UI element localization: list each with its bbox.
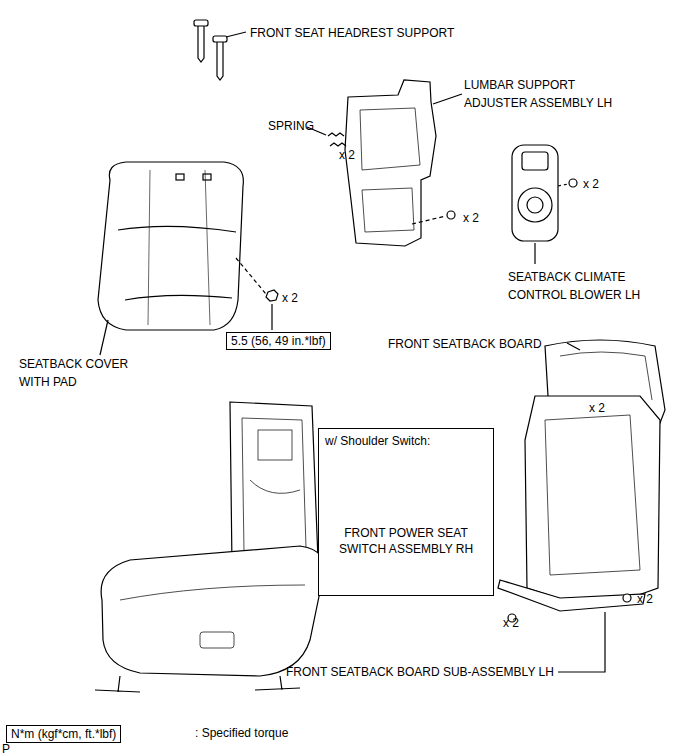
leader-line — [567, 343, 580, 350]
leader-line — [558, 612, 605, 672]
bolt — [447, 211, 455, 219]
leader-line — [534, 243, 535, 264]
leader-line — [271, 304, 272, 330]
legend-note: : Specified torque — [195, 724, 288, 742]
spring — [330, 143, 346, 146]
quantity: x 2 — [339, 146, 355, 164]
nut — [266, 290, 278, 301]
seatback-board-sub-assembly — [498, 396, 660, 611]
quantity: x 2 — [637, 590, 653, 608]
climate-blower — [512, 145, 558, 241]
fastener-line — [412, 216, 446, 224]
part-name: SEATBACK COVER WITH PAD — [19, 355, 139, 391]
option-panel: w/ Shoulder Switch: FRONT POWER SEAT SWIT… — [318, 428, 494, 596]
part-name: FRONT SEATBACK BOARD — [388, 335, 542, 353]
node-text: 5.5 (56, 49 in.*lbf) — [231, 333, 326, 349]
headrest-support — [194, 20, 227, 80]
bolt — [569, 179, 577, 187]
quantity: x 2 — [583, 175, 599, 193]
leader-line — [433, 94, 462, 104]
leader-line — [100, 320, 108, 355]
fastener-line — [236, 258, 266, 294]
node-body-text: FRONT POWER SEAT SWITCH ASSEMBLY RH — [337, 525, 475, 557]
node-text: N*m (kgf*cm, ft.*lbf) — [11, 726, 116, 742]
part-name: FRONT SEATBACK BOARD SUB-ASSEMBLY LH — [286, 663, 554, 681]
part-name: FRONT SEAT HEADREST SUPPORT — [250, 24, 454, 42]
part-name: SPRING — [268, 117, 314, 135]
fastener-line — [558, 184, 568, 186]
node-text: w/ Shoulder Switch: — [325, 433, 487, 449]
part-name: SEATBACK CLIMATE CONTROL BLOWER LH — [508, 268, 648, 304]
spring — [328, 133, 344, 136]
clip — [623, 594, 631, 602]
part-name: LUMBAR SUPPORT ADJUSTER ASSEMBLY LH — [464, 76, 614, 112]
seatback-cover — [98, 162, 243, 330]
quantity: x 2 — [463, 209, 479, 227]
torque-box: 5.5 (56, 49 in.*lbf) — [226, 332, 331, 350]
quantity: x 2 — [282, 289, 298, 307]
legend-torque-box: N*m (kgf*cm, ft.*lbf) — [6, 725, 121, 743]
seat-assembly — [95, 402, 324, 692]
leader-line — [226, 32, 246, 37]
quantity: x 2 — [503, 614, 519, 632]
quantity: x 2 — [589, 399, 605, 417]
